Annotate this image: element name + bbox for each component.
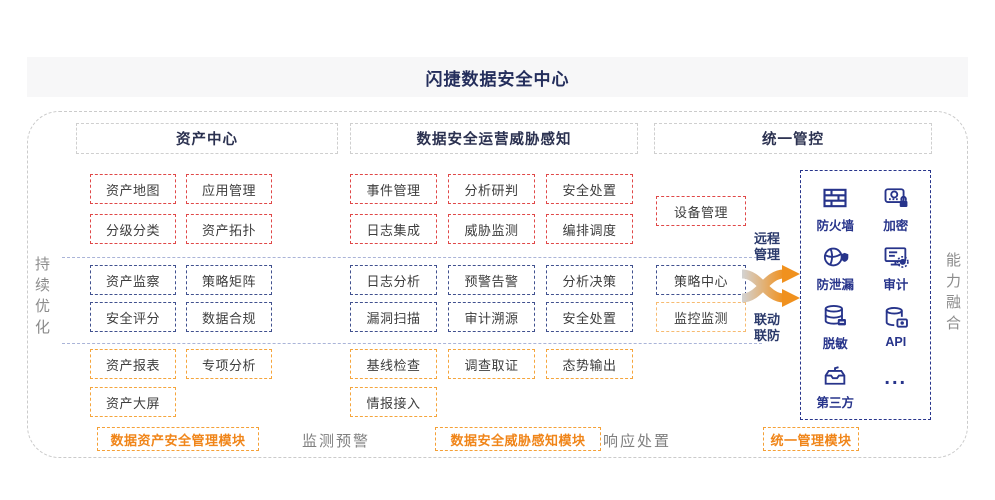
encryption-icon [884,187,908,207]
api-icon [885,307,908,328]
module-box: 专项分析 [186,349,272,379]
divider-top [62,257,762,258]
arrow-label-remote-management: 远程管理 [753,231,780,262]
module-box: 漏洞扫描 [350,302,437,332]
capability-third-party: 第三方 [805,356,866,415]
divider-bottom [62,343,762,344]
capability-label: 防火墙 [816,218,854,233]
module-box: 基线检查 [350,349,437,379]
module-box: 编排调度 [546,214,633,244]
module-box: 分析决策 [546,265,633,295]
capability-label: 第三方 [816,395,854,410]
more-icon: ... [884,367,908,389]
module-box: 调查取证 [448,349,535,379]
page-title: 闪捷数据安全中心 [425,69,570,89]
module-box: 应用管理 [186,174,272,204]
outer-frame [27,111,968,458]
module-box: 设备管理 [656,196,746,226]
section-header-security-ops: 数据安全运营威胁感知 [350,123,638,154]
module-box: 数据合规 [186,302,272,332]
module-box: 资产大屏 [90,387,176,417]
capability-label: API [885,335,907,349]
module-box: 日志集成 [350,214,437,244]
side-label-right: 能力融合 [944,252,961,336]
flow-text-response: 响应处置 [603,433,672,450]
module-box: 监控监测 [656,302,746,332]
flow-text-monitor-warning: 监测预警 [302,433,371,450]
module-box: 资产监察 [90,265,176,295]
capability-api: API [866,297,927,356]
module-box: 态势输出 [546,349,633,379]
title-bar: 闪捷数据安全中心 [27,57,968,97]
module-box: 资产地图 [90,174,176,204]
module-box: 安全评分 [90,302,176,332]
audit-icon [884,246,909,268]
section-header-unified-control: 统一管控 [654,123,932,154]
capability-label: 防泄漏 [816,277,854,292]
module-box: 日志分析 [350,265,437,295]
module-box: 分级分类 [90,214,176,244]
module-label-unified: 统一管理模块 [763,427,859,451]
module-box: 事件管理 [350,174,437,204]
module-box: 分析研判 [448,174,535,204]
capability-masking: 脱敏 [805,297,866,356]
module-box: 安全处置 [546,174,633,204]
capability-leak-prevention: 防泄漏 [805,238,866,297]
module-label-threat: 数据安全威胁感知模块 [435,427,601,451]
capability-encryption: 加密 [866,179,927,238]
module-box: 安全处置 [546,302,633,332]
module-box: 威胁监测 [448,214,535,244]
arrow-label-linkage-defense: 联动联防 [753,312,780,343]
linkage-arrows-icon [741,265,800,307]
capability-label: 脱敏 [822,336,848,351]
masking-icon [824,304,847,325]
module-label-asset: 数据资产安全管理模块 [97,427,259,451]
leak-prevention-icon [824,247,849,266]
capability-label: 审计 [883,277,909,292]
module-box: 策略中心 [656,265,746,295]
capability-firewall: 防火墙 [805,179,866,238]
module-box: 预警告警 [448,265,535,295]
module-box: 资产拓扑 [186,214,272,244]
module-box: 审计溯源 [448,302,535,332]
module-box: 资产报表 [90,349,176,379]
capability-audit: 审计 [866,238,927,297]
capability-label: 加密 [883,218,909,233]
third-party-icon [824,365,846,385]
side-label-left: 持续优化 [33,256,50,340]
capability-more: ... [866,356,927,415]
module-box: 情报接入 [350,387,437,417]
capability-panel: 防火墙 加密 防泄 [800,170,931,420]
firewall-icon [823,188,847,207]
section-header-asset-center: 资产中心 [76,123,338,154]
module-box: 策略矩阵 [186,265,272,295]
